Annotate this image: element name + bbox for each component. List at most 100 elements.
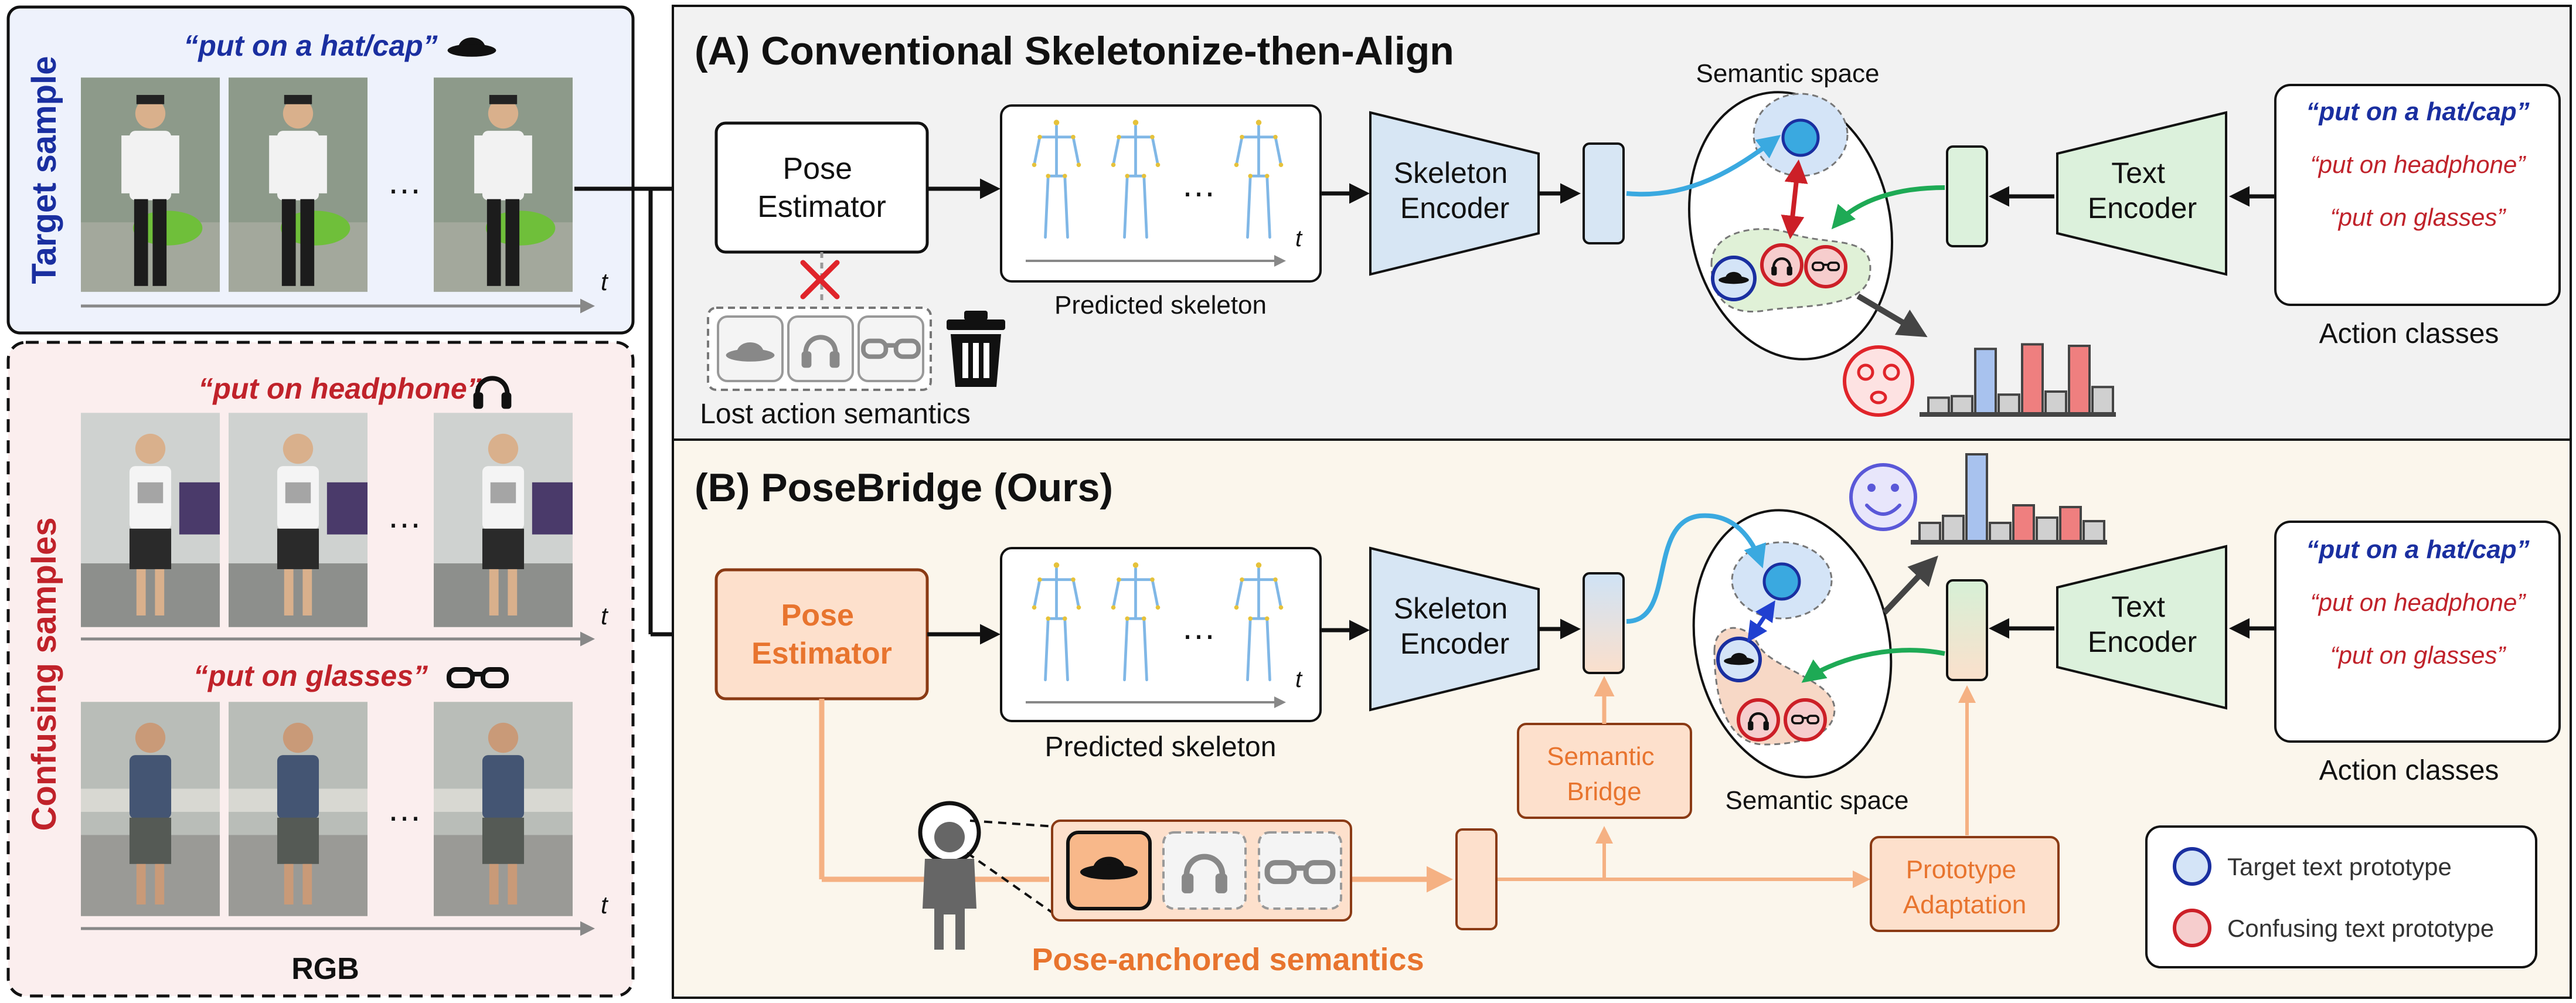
- prediction-bar: [2021, 343, 2044, 416]
- panel-b: (B) PoseBridge (Ours) Pose Estimator … t…: [672, 438, 2572, 999]
- ellipsis: …: [387, 789, 422, 828]
- skeleton-encoder-a-label: Skeleton Encoder: [1394, 157, 1516, 225]
- glasses-prototype-b: [1784, 698, 1827, 742]
- predicted-skeleton-a-label: Predicted skeleton: [1054, 291, 1267, 319]
- rgb-frame: [434, 413, 573, 627]
- pose-estimator-a: [714, 121, 929, 254]
- text-encoder-a-label: Text Encoder: [2088, 157, 2197, 225]
- prediction-bar: [2044, 390, 2067, 416]
- class-target-a: “put on a hat/cap”: [2306, 97, 2529, 126]
- headphone-quote: “put on headphone”: [198, 372, 481, 405]
- prediction-bar: [2036, 516, 2058, 543]
- rgb-frame: [81, 702, 220, 916]
- person-icon: [918, 801, 1056, 950]
- headphone-prototype-b: [1737, 698, 1780, 742]
- semantic-space-b-label: Semantic space: [1725, 786, 1908, 815]
- prediction-bar: [1965, 453, 1988, 543]
- predicted-skeleton-b: [1000, 547, 1322, 722]
- rgb-frame: [229, 77, 367, 292]
- prediction-bar: [1974, 348, 1997, 416]
- legend-target-swatch: [2173, 847, 2211, 886]
- time-axis-label: t: [601, 602, 609, 630]
- prediction-bar: [2082, 520, 2105, 543]
- prediction-bars-b: [1911, 453, 2107, 545]
- lost-semantics-label: Lost action semantics: [700, 399, 971, 430]
- panel-a: (A) Conventional Skeletonize-then-Align …: [672, 5, 2572, 441]
- confusing-samples-panel: Confusing samples “put on headphone” … t…: [6, 341, 635, 998]
- confused-face-icon: [1843, 345, 1914, 417]
- predicted-skeleton-a: [1000, 104, 1322, 283]
- target-prototype-b: [1762, 562, 1801, 601]
- text-feature-b: [1946, 579, 1988, 681]
- pose-anchored-feature: [1455, 828, 1498, 930]
- pose-anchored-label: Pose-anchored semantics: [1032, 942, 1424, 977]
- rgb-frame: [434, 77, 573, 292]
- legend-target-label: Target text prototype: [2227, 853, 2452, 880]
- panel-b-title: (B) PoseBridge (Ours): [695, 465, 1113, 510]
- prediction-bar: [2068, 345, 2091, 416]
- prediction-bar: [2091, 386, 2114, 416]
- target-sample-label: Target sample: [25, 56, 63, 284]
- rgb-frame: [81, 413, 220, 627]
- text-feature-a: [1946, 145, 1988, 247]
- prediction-bar: [2012, 504, 2035, 543]
- prototype-adaptation-label: Prototype Adaptation: [1903, 855, 2026, 919]
- class-glasses-b: “put on glasses”: [2330, 641, 2507, 669]
- pose-estimator-b: [714, 568, 929, 701]
- skeleton-feature-a: [1583, 142, 1625, 244]
- action-classes-a-label: Action classes: [2319, 318, 2499, 349]
- time-axis-label: t: [601, 268, 609, 295]
- class-glasses-a: “put on glasses”: [2330, 203, 2507, 231]
- prediction-bar: [2059, 506, 2082, 543]
- pose-estimator-b-label: Pose Estimator: [751, 599, 892, 671]
- action-classes-b-label: Action classes: [2319, 755, 2499, 786]
- target-prototype-a: [1781, 118, 1820, 157]
- predicted-skeleton-b-label: Predicted skeleton: [1045, 732, 1277, 763]
- glasses-prototype-a: [1804, 245, 1847, 288]
- pose-estimator-a-label: Pose Estimator: [757, 152, 886, 224]
- rgb-label: RGB: [291, 952, 359, 986]
- legend-confusing-swatch: [2173, 909, 2211, 947]
- time-axis-label: t: [1295, 667, 1303, 692]
- prediction-bar: [1942, 515, 1965, 543]
- prediction-bar: [1997, 393, 2020, 416]
- action-classes-a: [2274, 84, 2561, 306]
- time-axis-label: t: [1295, 226, 1303, 251]
- text-encoder-b-label: Text Encoder: [2088, 590, 2197, 658]
- smiley-face-icon: [1849, 463, 1917, 531]
- trash-icon: [947, 311, 1005, 387]
- skeleton-encoder-b-label: Skeleton Encoder: [1394, 592, 1516, 660]
- legend-confusing-label: Confusing text prototype: [2227, 914, 2494, 942]
- glasses-quote: “put on glasses”: [193, 659, 428, 692]
- rgb-frame: [229, 413, 367, 627]
- class-target-b: “put on a hat/cap”: [2306, 535, 2529, 564]
- legend: [2145, 825, 2537, 968]
- text-encoder-b: [2056, 545, 2227, 710]
- skeleton-feature-b: [1583, 572, 1625, 674]
- ellipsis: …: [1181, 165, 1216, 204]
- text-encoder-a: [2056, 111, 2227, 276]
- headphone-prototype-a: [1760, 243, 1803, 287]
- skeleton-encoder-b: [1369, 546, 1540, 712]
- rgb-frame: [434, 702, 573, 916]
- prototype-adaptation: [1870, 836, 2060, 932]
- semantic-bridge-label: Semantic Bridge: [1547, 742, 1662, 806]
- ellipsis: …: [1181, 607, 1216, 647]
- prediction-bar: [1927, 396, 1950, 416]
- cross-icon: [800, 260, 840, 300]
- ellipsis: …: [387, 496, 422, 535]
- class-headphone-b: “put on headphone”: [2310, 589, 2527, 616]
- rgb-frame: [81, 77, 220, 292]
- time-axis-label: t: [601, 891, 609, 919]
- prediction-bars-a: [1920, 343, 2116, 417]
- prediction-bar: [1918, 522, 1941, 543]
- rgb-frame: [229, 702, 367, 916]
- confusing-samples-label: Confusing samples: [25, 518, 63, 831]
- prediction-bar: [1951, 395, 1973, 416]
- class-headphone-a: “put on headphone”: [2310, 151, 2527, 178]
- target-sample-panel: Target sample “put on a hat/cap” … t: [6, 5, 635, 335]
- semantic-space-a-label: Semantic space: [1696, 59, 1879, 88]
- prediction-bar: [1989, 522, 2012, 543]
- target-quote: “put on a hat/cap”: [183, 29, 437, 62]
